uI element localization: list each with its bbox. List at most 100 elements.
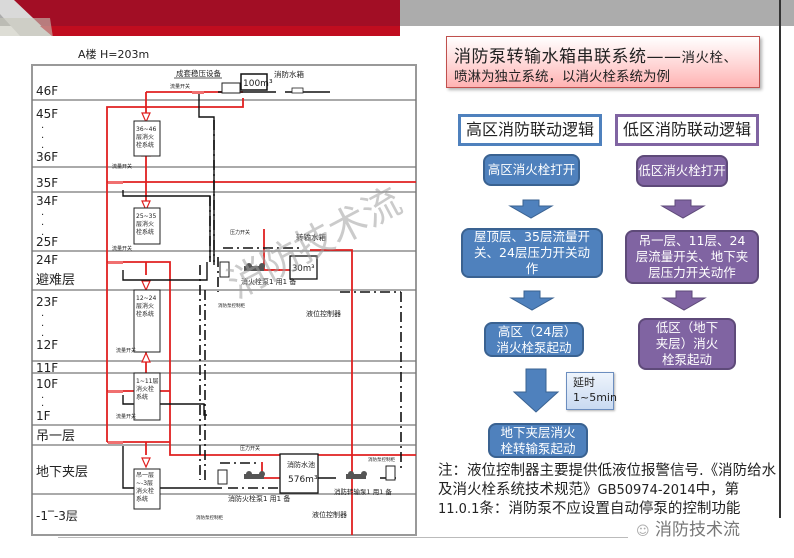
low-step-3: 低区（地下夹层）消火栓泵起动 — [638, 318, 736, 370]
transfer-pump-label: 消防转输泵1 用1 备 — [334, 487, 392, 496]
svg-text:.: . — [41, 390, 44, 401]
footer-rule — [58, 537, 628, 538]
slide-header-band — [0, 0, 794, 36]
zone-box-25-35 — [133, 207, 161, 245]
roof-device — [291, 87, 304, 94]
roof-water-tank — [240, 73, 268, 91]
roof-tank-label: 消防水箱 — [274, 69, 304, 79]
header-tan-wedge — [0, 18, 53, 36]
footer-watermark: ☺ 消防技术流 — [636, 520, 740, 540]
svg-text:.: . — [41, 120, 44, 131]
transfer-water-tank — [289, 255, 318, 280]
flow-switch-symbols — [108, 91, 204, 444]
floor-ellipsis-dots: ... ... ... .. — [41, 120, 44, 409]
transfer-tank-volume: 30m³ — [292, 264, 315, 274]
floor-label: 34F — [36, 194, 58, 208]
down-arrow-icon — [660, 199, 706, 219]
fire-pool — [279, 453, 319, 494]
zone-box-1-11 — [133, 372, 161, 421]
zone-box-36-46 — [133, 120, 161, 157]
header-red-stripe — [40, 26, 400, 36]
floor-label: 11F — [36, 361, 58, 375]
pump-control-cabinet-bottom-left — [217, 469, 228, 485]
slide-title-callout: 消防泵转输水箱串联系统——消火栓、 喷淋为独立系统，以消火栓系统为例 — [446, 36, 760, 88]
floor-label: 36F — [36, 150, 58, 164]
floor-labels: 46F 45F 36F 35F 34F 25F 24F 避难层 23F 12F … — [36, 84, 88, 523]
note-paragraph: 注：液位控制器主要提供低液位报警信号.《消防给水及消火栓系统技术规范》GB509… — [438, 463, 777, 517]
floor-label: 45F — [36, 107, 58, 121]
floor-label: 46F — [36, 84, 58, 98]
flow-switch-label: 流量开关 — [112, 163, 132, 170]
bottom-cabinet-label-right: 消防泵控制柜 — [368, 456, 395, 463]
zone-box-basement — [133, 468, 161, 510]
floor-label: 23F — [36, 295, 58, 309]
pool-volume: 576m³ — [288, 475, 318, 485]
zone-box-12-24 — [133, 289, 161, 353]
high-step-1: 高区消火栓打开 — [483, 154, 580, 186]
pool-label: 消防水池 — [287, 460, 315, 469]
svg-text:.: . — [41, 140, 44, 151]
pressure-switch-label: 压力开关 — [240, 445, 260, 452]
flow-switch-labels: 流量开关 流量开关 流量开关 流量开关 流量开关 压力开关 压力开关 — [112, 83, 260, 452]
low-step-1: 低区消火栓打开 — [636, 155, 728, 187]
bottom-pump-icon — [244, 471, 265, 479]
floor-label-refuge: 避难层 — [36, 273, 75, 288]
svg-text:.: . — [41, 398, 44, 409]
flow-switch-label: 流量开关 — [170, 83, 190, 90]
title-line-2: 喷淋为独立系统，以消火栓系统为例 — [454, 69, 670, 85]
high-step-4: 地下夹层消火栓转输泵起动 — [488, 423, 588, 458]
transfer-tank-label: 转输水箱 — [296, 232, 326, 242]
flow-switch-label: 流量开关 — [116, 347, 136, 354]
pump-control-cabinet-mid — [219, 261, 230, 278]
high-zone-logic-header: 高区消防联动逻辑 — [458, 114, 602, 146]
delay-label: 延时 — [573, 376, 595, 389]
high-step-3: 高区（24层）消火栓泵起动 — [484, 322, 584, 357]
floor-label: 10F — [36, 377, 58, 391]
bottom-cabinet-label: 消防泵控制柜 — [196, 514, 223, 521]
roof-equipment-label: 成套稳压设备 — [176, 68, 221, 78]
mid-level-controller-label: 液位控制器 — [306, 309, 341, 318]
dashed-signal-lines — [199, 120, 402, 489]
zone-label: 吊一层~-3层消火栓系统 — [136, 472, 154, 503]
floor-label: 地下夹层 — [36, 465, 88, 480]
slide-frame-right-border — [779, 0, 781, 518]
down-arrow-icon — [509, 290, 555, 311]
down-arrow-icon — [661, 290, 707, 311]
building-label: A楼 H=203m — [78, 47, 149, 61]
flow-switch-label: 流量开关 — [116, 413, 136, 420]
pressure-switch-label: 压力开关 — [230, 229, 250, 236]
zone-label: 1~11层消火栓系统 — [136, 378, 158, 401]
flow-switch-label: 流量开关 — [112, 245, 132, 252]
svg-text:.: . — [41, 227, 44, 238]
transfer-pump-icon — [346, 471, 367, 479]
delay-value: 1~5min — [573, 391, 617, 404]
floor-label: 24F — [36, 253, 58, 267]
low-step-2: 吊一层、11层、24层流量开关、地下夹层压力开关动作 — [625, 230, 759, 284]
svg-text:.: . — [41, 217, 44, 228]
fire-water-schematic: A楼 H=203m 46F 45F 36F 35F 34F 25F 24F 避难… — [31, 47, 417, 536]
down-arrow-large-icon — [512, 368, 560, 413]
floor-label: 25F — [36, 235, 58, 249]
floor-label: 吊一层 — [36, 429, 75, 444]
stabilizer-unit — [221, 82, 241, 94]
floor-label: 1F — [36, 409, 51, 423]
wechat-icon: ☺ — [636, 524, 650, 539]
zone-boxes — [133, 120, 161, 510]
mid-pump-label: 消火栓泵1 用1 备 — [241, 277, 296, 286]
svg-text:.: . — [41, 130, 44, 141]
svg-text:.: . — [41, 328, 44, 339]
mid-cabinet-label: 消防泵控制柜 — [218, 302, 245, 309]
title-line-1: 消防泵转输水箱串联系统——消火栓、 — [454, 47, 738, 67]
pump-control-cabinet-bottom-right — [385, 465, 396, 481]
svg-text:.: . — [41, 318, 44, 329]
down-arrow-icon — [508, 199, 554, 219]
bottom-pump-label: 消防火栓泵1 用1 备 — [228, 494, 290, 503]
floor-label: 12F — [36, 338, 58, 352]
mid-pump-icon — [244, 263, 265, 271]
bottom-level-controller-label: 液位控制器 — [312, 510, 347, 519]
